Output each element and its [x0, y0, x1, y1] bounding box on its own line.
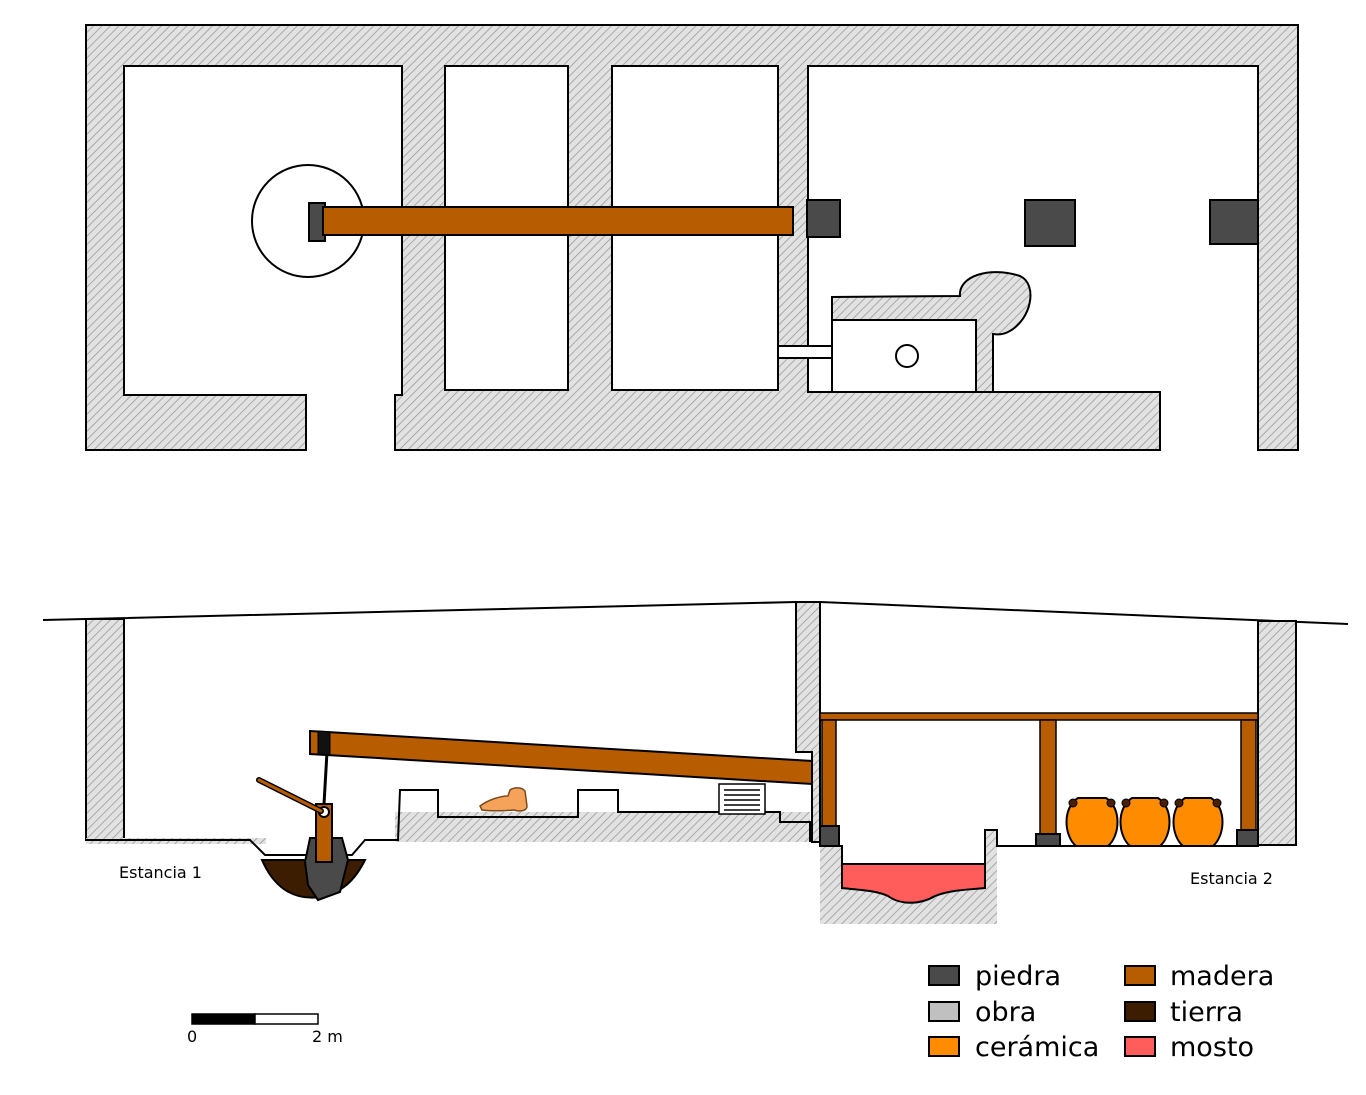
legend-item-madera: madera: [1124, 961, 1274, 992]
vat-section-hatch: [820, 830, 997, 924]
legend-label-obra: obra: [975, 997, 1036, 1028]
legend-label-piedra: piedra: [975, 961, 1061, 992]
legend-swatch-piedra: [928, 965, 960, 986]
press-beam-plan: [322, 206, 794, 236]
press-beam-section: [309, 729, 813, 786]
rope: [322, 751, 329, 805]
middle-wall: [795, 601, 821, 843]
right-wall: [1257, 620, 1297, 846]
legend-item-tierra: tierra: [1124, 997, 1243, 1028]
scale-start-label: 0: [187, 1027, 197, 1046]
vat-channel: [777, 345, 833, 359]
room-2-label: Estancia 2: [1190, 869, 1273, 888]
frame-post-2: [1039, 719, 1057, 835]
vat-drain: [895, 344, 919, 368]
plan-view: [85, 24, 1299, 451]
legend-swatch-tierra: [1124, 1001, 1156, 1022]
left-wall: [85, 618, 125, 841]
lever-handle-fill: [257, 778, 323, 813]
frame-post-3: [1240, 719, 1257, 831]
vat-must: [841, 863, 986, 904]
post-base-stone-3: [1236, 829, 1259, 847]
room-1-label: Estancia 1: [119, 863, 202, 882]
legend-swatch-mosto: [1124, 1036, 1156, 1057]
stone-block-1: [806, 199, 841, 238]
legend-item-mosto: mosto: [1124, 1032, 1254, 1063]
amphora-1: [1065, 797, 1119, 847]
foot-icon: [479, 787, 528, 812]
legend-swatch-ceramica: [928, 1036, 960, 1057]
scale-bar: 0 2 m: [187, 1013, 343, 1046]
press-stack: [718, 783, 766, 815]
post-base-stone-1: [819, 825, 840, 847]
post-base-stone-2: [1035, 833, 1061, 847]
legend-swatch-obra: [928, 1001, 960, 1022]
legend-label-ceramica: cerámica: [975, 1032, 1099, 1063]
frame-post-1: [821, 719, 837, 827]
roof-line: [42, 601, 1349, 625]
frame-top-beam: [819, 712, 1259, 721]
stone-block-2: [1024, 199, 1076, 247]
amphora-3: [1172, 797, 1224, 847]
legend: piedra obra cerámica madera tierra mosto: [928, 961, 1274, 1063]
legend-swatch-madera: [1124, 965, 1156, 986]
legend-item-ceramica: cerámica: [928, 1032, 1099, 1063]
scale-end-label: 2 m: [312, 1027, 343, 1046]
legend-label-mosto: mosto: [1170, 1032, 1254, 1063]
legend-label-madera: madera: [1170, 961, 1274, 992]
vat-outline: [820, 829, 1036, 865]
plan-walls: [85, 24, 1299, 451]
section-view: Estancia 1 Estancia 2: [42, 601, 1349, 924]
legend-item-obra: obra: [928, 997, 1036, 1028]
amphora-2: [1119, 797, 1171, 847]
legend-item-piedra: piedra: [928, 961, 1061, 992]
beam-end-block: [317, 730, 331, 756]
legend-label-tierra: tierra: [1170, 997, 1243, 1028]
stone-block-3: [1209, 199, 1259, 245]
